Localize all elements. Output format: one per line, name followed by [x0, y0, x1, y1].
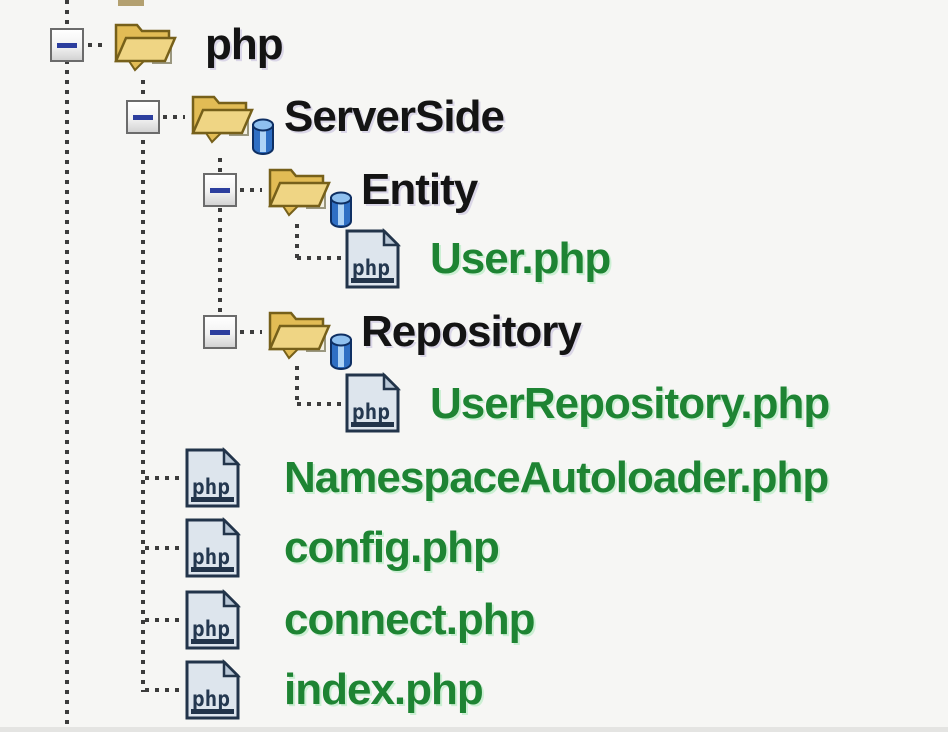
tree-connector-vertical [295, 366, 299, 406]
folder-icon[interactable] [261, 299, 335, 365]
tree-item-label-index-php[interactable]: index.php [284, 665, 484, 714]
minus-icon [210, 187, 230, 193]
svg-text:php: php [352, 400, 390, 424]
tree-item-label-serverside[interactable]: ServerSide [284, 92, 505, 141]
bottom-edge [0, 727, 948, 732]
tree-item-label-entity[interactable]: Entity [361, 165, 478, 214]
namespace-cylinder-icon [330, 191, 352, 228]
php-file-icon[interactable]: php [184, 447, 241, 509]
tree-connector-horizontal [297, 402, 341, 406]
tree-connector-horizontal [163, 115, 185, 119]
php-file-icon[interactable]: php [184, 659, 241, 721]
svg-text:php: php [192, 545, 230, 569]
expand-toggle-php[interactable] [50, 28, 84, 62]
tree-connector-horizontal [145, 476, 183, 480]
tree-item-label-repository[interactable]: Repository [361, 307, 582, 356]
tree-connector-horizontal [145, 688, 183, 692]
tree-connector-horizontal [88, 43, 108, 47]
expand-toggle-entity[interactable] [203, 173, 237, 207]
tree-connector-horizontal [145, 618, 183, 622]
tree-connector-horizontal [297, 256, 341, 260]
tree-item-label-user-php[interactable]: User.php [430, 234, 611, 283]
tree-item-label-namespaceautoloader-php[interactable]: NamespaceAutoloader.php [284, 453, 829, 502]
tree-item-label-connect-php[interactable]: connect.php [284, 595, 536, 644]
minus-icon [210, 329, 230, 335]
tree-connector-horizontal [240, 330, 262, 334]
tree-item-label-userrepository-php[interactable]: UserRepository.php [430, 379, 830, 428]
tree-connector-vertical [295, 224, 299, 260]
tree-connector-vertical [65, 0, 69, 732]
folder-icon[interactable] [184, 83, 258, 149]
svg-text:php: php [352, 256, 390, 280]
tree-connector-vertical [218, 158, 222, 334]
namespace-cylinder-icon [330, 333, 352, 370]
php-file-icon[interactable]: php [344, 228, 401, 290]
php-file-icon[interactable]: php [184, 589, 241, 651]
tree-connector-horizontal [240, 188, 262, 192]
tree-connector-horizontal [145, 546, 183, 550]
svg-text:php: php [192, 687, 230, 711]
minus-icon [57, 42, 77, 48]
tree-item-label-config-php[interactable]: config.php [284, 523, 500, 572]
folder-icon[interactable] [261, 156, 335, 222]
php-file-icon[interactable]: php [184, 517, 241, 579]
namespace-cylinder-icon [252, 118, 274, 155]
php-file-icon[interactable]: php [344, 372, 401, 434]
svg-text:php: php [192, 617, 230, 641]
tree-connector-vertical [141, 80, 145, 692]
cropped-icon-fragment [118, 0, 144, 6]
svg-text:php: php [192, 475, 230, 499]
expand-toggle-repository[interactable] [203, 315, 237, 349]
expand-toggle-serverside[interactable] [126, 100, 160, 134]
folder-icon[interactable] [107, 11, 181, 77]
minus-icon [133, 114, 153, 120]
tree-item-label-php[interactable]: php [205, 20, 284, 69]
